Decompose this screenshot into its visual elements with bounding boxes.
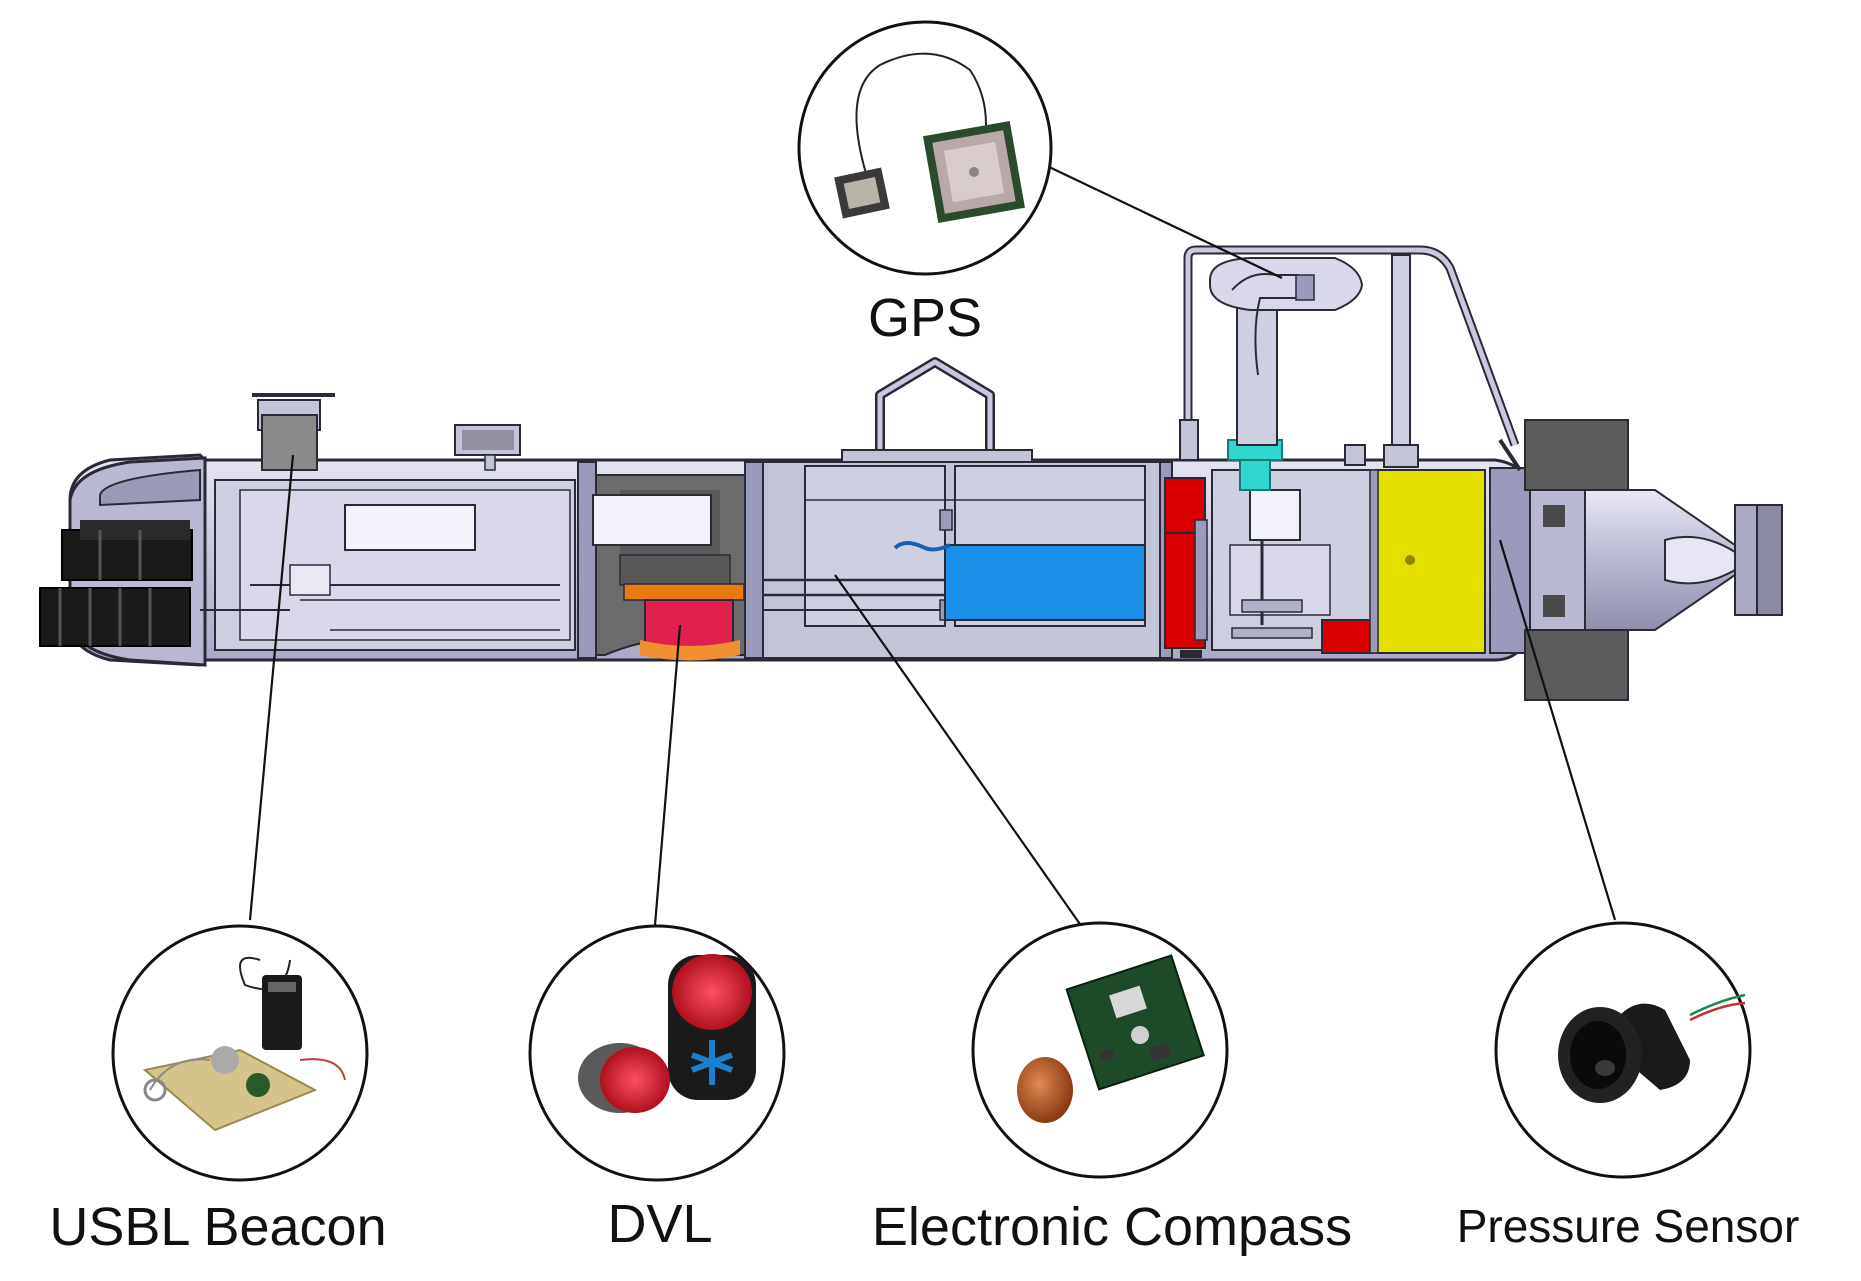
penny-icon — [1017, 1057, 1073, 1123]
label-pressure: Pressure Sensor — [1457, 1200, 1800, 1252]
gps-mast — [1179, 245, 1520, 468]
label-dvl: DVL — [607, 1194, 712, 1254]
battery-pack — [944, 544, 1146, 621]
leader-lines — [248, 164, 1617, 928]
tail-section — [1489, 419, 1783, 701]
leader-gps — [1044, 164, 1283, 279]
leader-pressure — [1498, 539, 1617, 921]
label-compass: Electronic Compass — [872, 1197, 1352, 1257]
usbl-callout: USBL Beacon — [49, 924, 387, 1257]
payload-block — [1374, 469, 1486, 654]
pressure-sensor-icon — [1558, 993, 1746, 1103]
leader-dvl — [653, 624, 682, 926]
gps-callout: GPS — [797, 20, 1053, 348]
label-usbl: USBL Beacon — [49, 1197, 386, 1257]
front-connectors — [39, 520, 193, 647]
pressure-callout: Pressure Sensor — [1457, 921, 1800, 1252]
gps-module-icon — [834, 167, 890, 219]
label-gps: GPS — [868, 288, 982, 348]
leader-compass — [834, 574, 1083, 928]
leader-usbl — [248, 454, 295, 921]
dvl-compartment — [592, 474, 746, 661]
dvl-sensor-icon — [578, 954, 756, 1113]
compass-callout: Electronic Compass — [872, 921, 1352, 1257]
auv-hull — [39, 245, 1783, 701]
dvl-callout: DVL — [528, 924, 786, 1254]
compass-board-icon — [1065, 954, 1205, 1091]
compass-compartment — [762, 461, 1164, 659]
gps-antenna-icon — [923, 121, 1025, 223]
usbl-mount — [252, 393, 335, 471]
usbl-beacon-icon — [142, 975, 346, 1132]
top-handle — [875, 357, 995, 460]
